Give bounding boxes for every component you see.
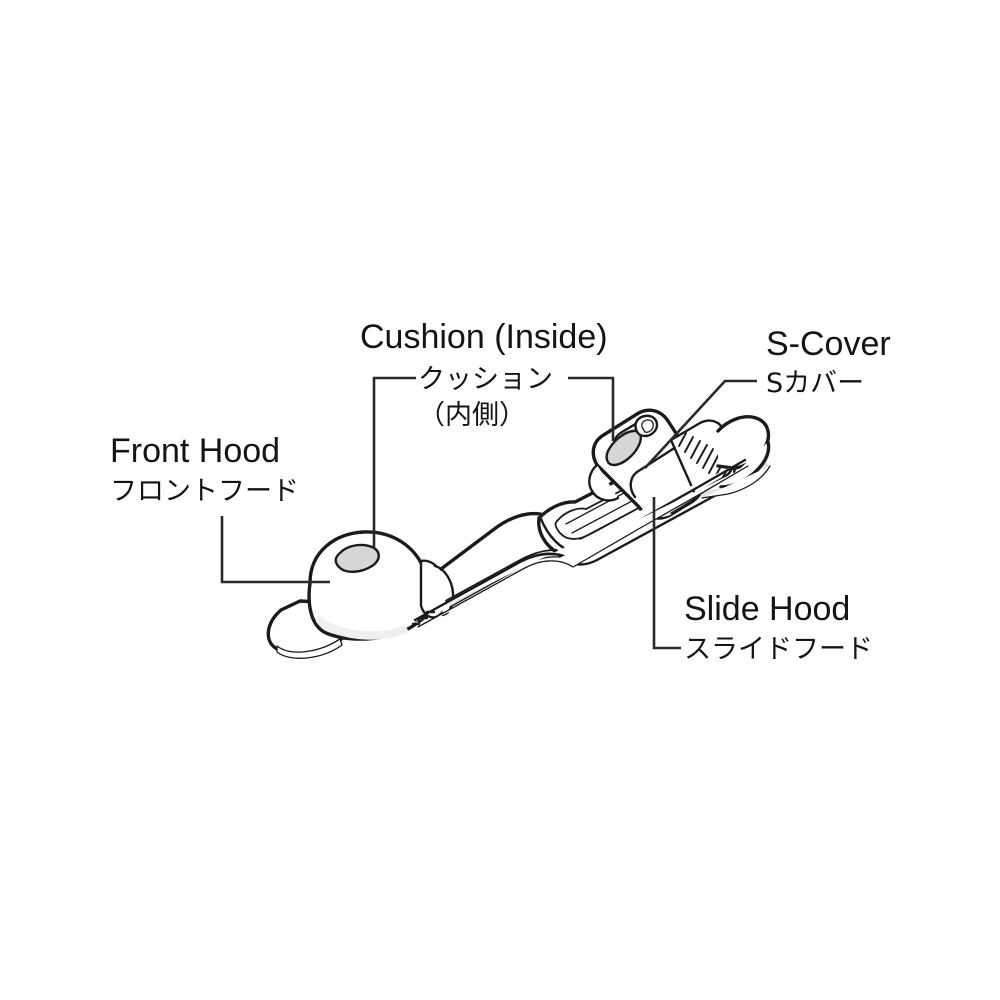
cushion-pad-front: [334, 543, 380, 573]
label-cushion-ja: クッション: [418, 364, 553, 395]
cushion-pad-cover: [605, 429, 642, 467]
s-cover-knob: [634, 414, 659, 438]
leader-lines: [220, 376, 757, 650]
label-cushion-en: Cushion (Inside): [360, 318, 608, 356]
leader-slide-hood: [652, 497, 681, 650]
knurl-hatching: [678, 432, 731, 482]
label-front-hood-en: Front Hood: [110, 432, 280, 470]
callout-labels: Front Hood フロントフード Cushion (Inside) クッショ…: [110, 318, 891, 665]
label-s-cover-ja: Sカバー: [766, 368, 864, 399]
rear-tail: [700, 415, 771, 499]
label-slide-hood-en: Slide Hood: [684, 590, 850, 628]
label-front-hood-ja: フロントフード: [110, 476, 299, 507]
product-illustration: [266, 408, 771, 659]
label-slide-hood-ja: スライドフード: [684, 634, 873, 665]
body-seam: [413, 458, 749, 628]
leader-front-hood: [220, 516, 330, 584]
label-cushion-ja-inside: （内側）: [418, 400, 526, 431]
front-hood-body: [307, 530, 432, 641]
label-s-cover-en: S-Cover: [766, 325, 891, 363]
leader-s-cover: [644, 379, 757, 469]
